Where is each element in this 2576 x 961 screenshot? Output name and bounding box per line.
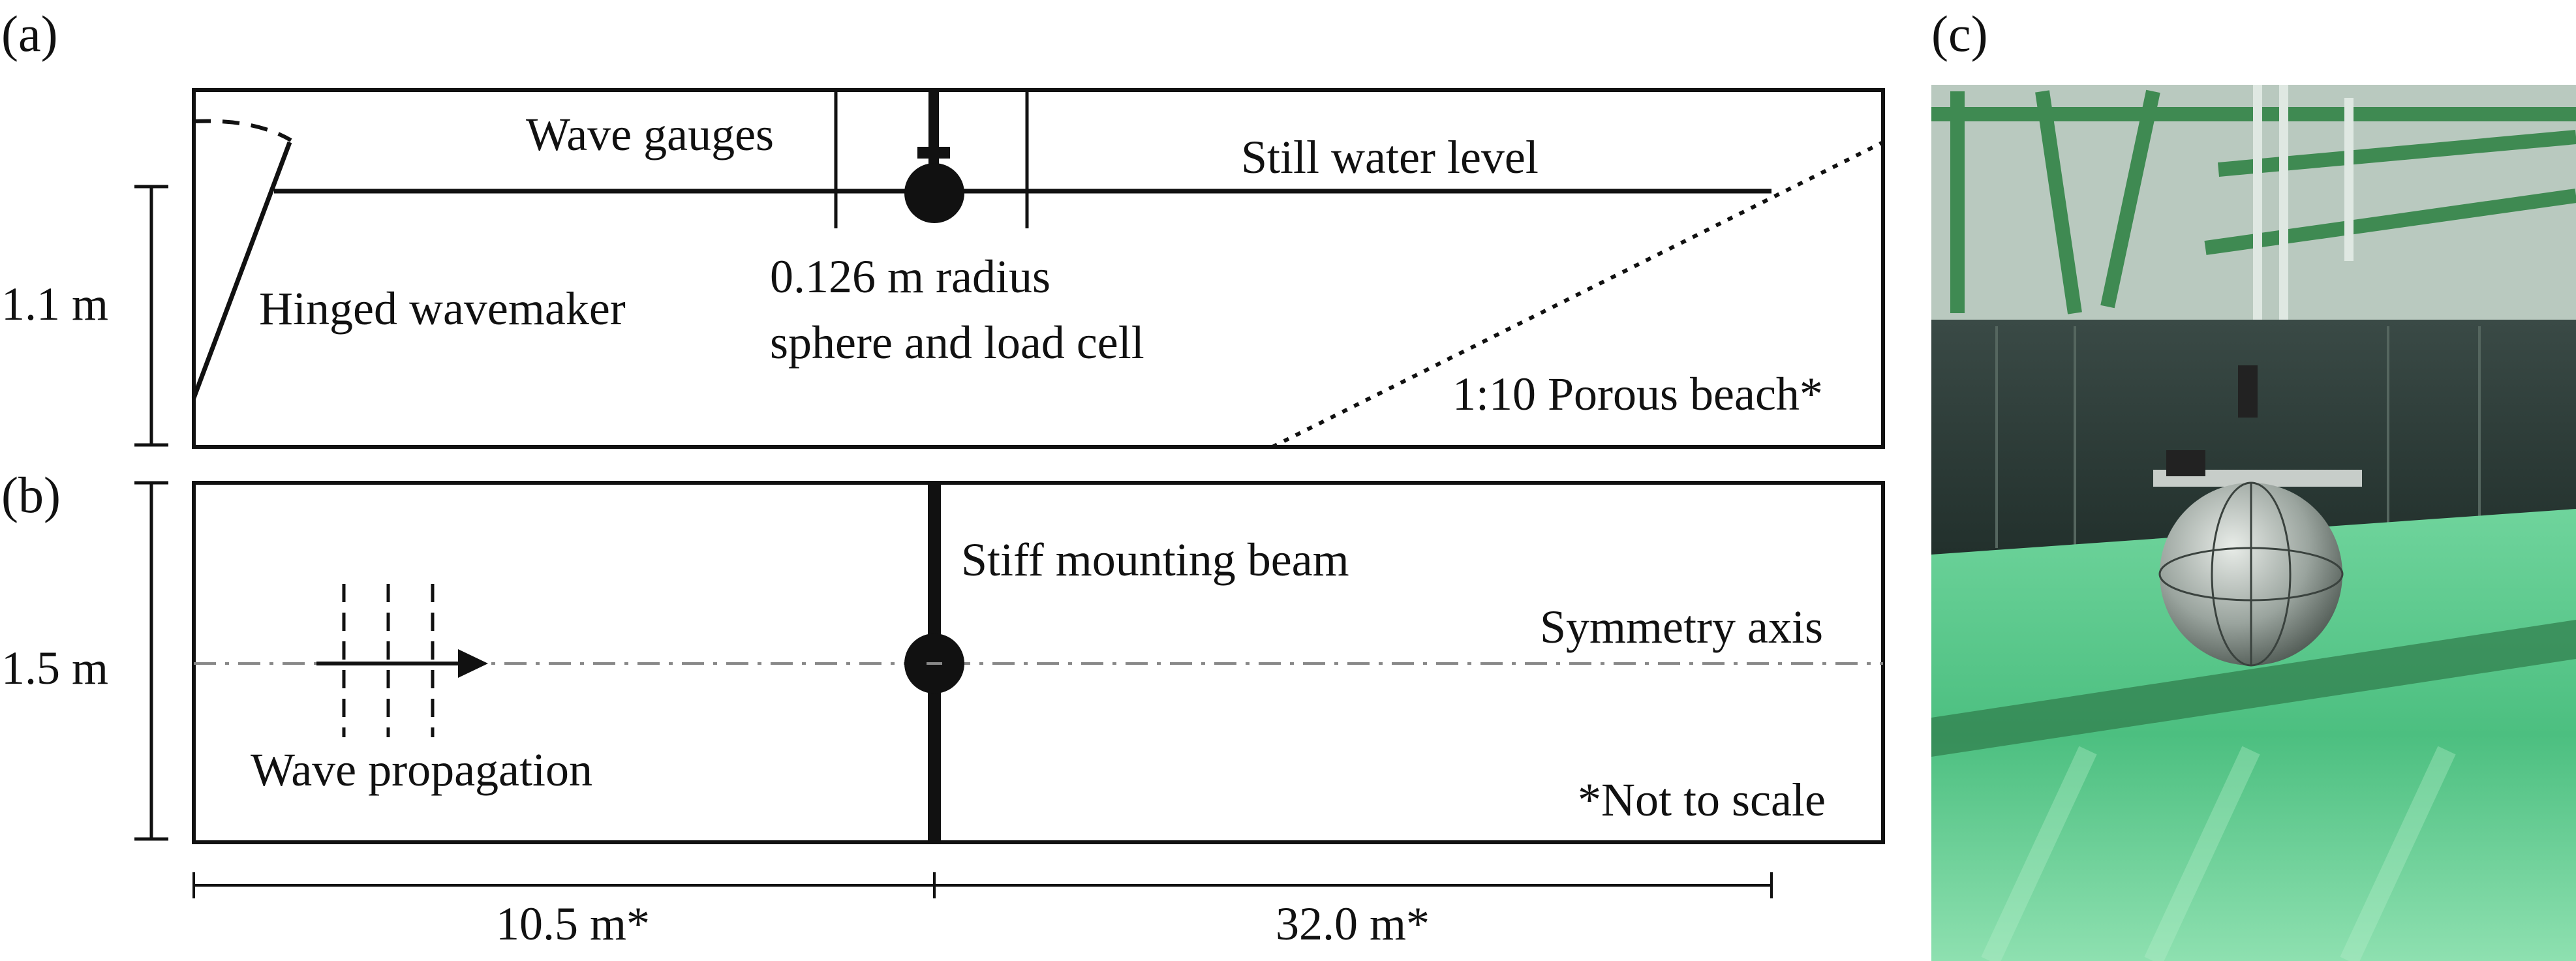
panel-label-b: (b) (1, 466, 61, 523)
depth-label: 1.1 m (1, 278, 108, 330)
panel-label-a: (a) (1, 5, 58, 62)
wavemaker-swing-arc (193, 119, 292, 142)
wave-crests (342, 584, 435, 737)
load-cell-block (917, 147, 950, 159)
width-label: 1.5 m (1, 642, 108, 694)
not-to-scale-note: *Not to scale (1578, 774, 1826, 826)
side-view-frame (192, 88, 1885, 449)
propagation-arrow-head (458, 649, 488, 678)
still-water-label: Still water level (1241, 131, 1539, 183)
right-length-label: 32.0 m* (1276, 898, 1430, 950)
length-dimension (192, 872, 1773, 898)
symmetry-axis-label: Symmetry axis (1540, 601, 1823, 653)
load-cell-rod (928, 90, 939, 175)
sphere-side (904, 163, 964, 223)
porous-beach-label: 1:10 Porous beach* (1452, 368, 1823, 420)
sphere-label-line2: sphere and load cell (770, 316, 1144, 369)
width-dimension (134, 481, 168, 841)
porous-beach-slope (1271, 140, 1884, 449)
sphere-label-line1: 0.126 m radius (770, 251, 1050, 303)
tank-photograph (1931, 85, 2576, 961)
stiff-beam-label: Stiff mounting beam (961, 534, 1349, 586)
wavemaker-label: Hinged wavemaker (259, 282, 626, 335)
left-length-label: 10.5 m* (496, 898, 650, 950)
wave-gauges-label: Wave gauges (526, 108, 774, 160)
depth-dimension (134, 185, 168, 447)
panel-label-c: (c) (1931, 5, 1988, 62)
wavemaker-paddle (191, 141, 292, 399)
wave-propagation-label: Wave propagation (251, 744, 592, 796)
